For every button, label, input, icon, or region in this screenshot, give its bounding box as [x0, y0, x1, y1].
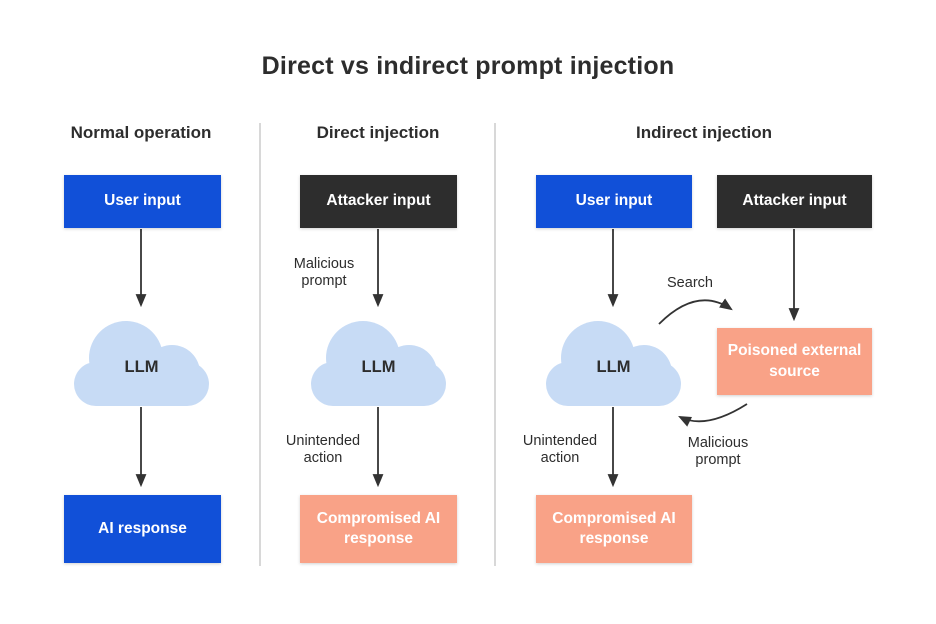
compromised-ai-response-label: Compromised AI response: [316, 509, 441, 547]
llm-cloud-indirect: LLM: [546, 318, 681, 406]
arrow-poisoned-source-to-llm: [678, 403, 748, 427]
attacker-input-label: Attacker input: [742, 192, 847, 210]
column-divider-right: [494, 123, 496, 566]
llm-cloud-normal: LLM: [74, 318, 209, 406]
attacker-input-box-indirect: Attacker input: [717, 175, 872, 228]
column-header-normal-operation: Normal operation: [70, 123, 212, 142]
compromised-ai-response-box-direct: Compromised AI response: [300, 495, 457, 563]
llm-label: LLM: [361, 357, 396, 376]
poisoned-external-source-label: Poisoned external source: [727, 342, 862, 380]
cloud-icon: [74, 321, 209, 406]
column-header-direct-injection: Direct injection: [316, 123, 440, 142]
user-input-label: User input: [575, 192, 653, 210]
llm-cloud-direct: LLM: [311, 318, 446, 406]
malicious-prompt-label-direct: Malicious prompt: [293, 256, 355, 289]
unintended-action-label-indirect: Unintended action: [522, 433, 598, 466]
compromised-ai-response-box-indirect: Compromised AI response: [536, 495, 692, 563]
search-label: Search: [667, 275, 713, 291]
malicious-prompt-label-indirect: Malicious prompt: [687, 435, 749, 468]
cloud-icon: [311, 321, 446, 406]
column-header-indirect-injection: Indirect injection: [635, 123, 773, 142]
attacker-input-box-direct: Attacker input: [300, 175, 457, 228]
cloud-icon: [546, 321, 681, 406]
ai-response-label: AI response: [98, 519, 187, 537]
attacker-input-label: Attacker input: [326, 192, 431, 210]
compromised-ai-response-label: Compromised AI response: [552, 509, 676, 547]
ai-response-box: AI response: [64, 495, 221, 563]
unintended-action-label-direct: Unintended action: [285, 433, 361, 466]
column-divider-left: [259, 123, 261, 566]
llm-label: LLM: [124, 357, 159, 376]
poisoned-external-source-box: Poisoned external source: [717, 328, 872, 395]
user-input-label: User input: [104, 192, 181, 210]
user-input-box-indirect: User input: [536, 175, 692, 228]
llm-label: LLM: [596, 357, 631, 376]
user-input-box-normal: User input: [64, 175, 221, 228]
diagram-title: Direct vs indirect prompt injection: [261, 52, 675, 80]
